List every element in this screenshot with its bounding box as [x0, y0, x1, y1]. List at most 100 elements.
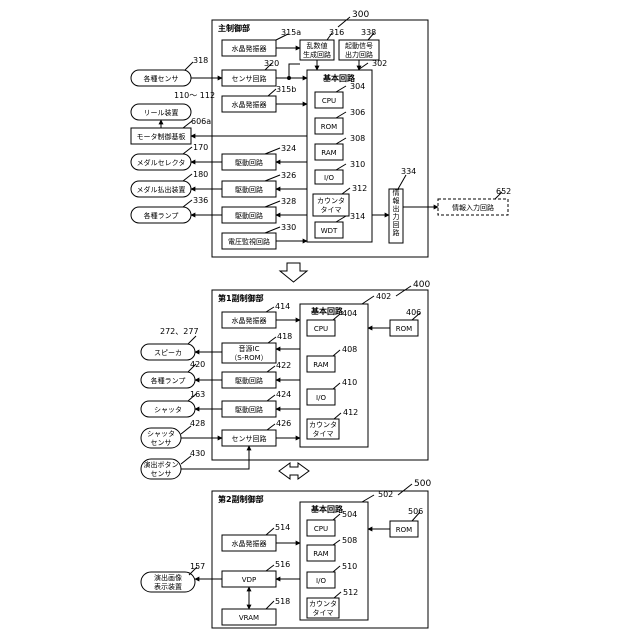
shutter-label: シャッタ: [154, 405, 182, 414]
sub1-drive-424-label: 駆動回路: [235, 405, 263, 414]
info-output-ref: 334: [401, 167, 416, 176]
main-lamps-label: 各種ランプ: [144, 211, 179, 220]
info-output-glyph: 出: [393, 204, 400, 213]
sub2-crystal-label: 水晶発振器: [232, 539, 267, 548]
sub1-lamps-ref: 420: [190, 360, 205, 369]
sub2-title: 第2副制御部: [218, 494, 264, 504]
sub1-sensor-circuit-label: センサ回路: [232, 434, 267, 443]
display-ref: 157: [190, 562, 205, 571]
sub1-ref: 400: [413, 280, 430, 290]
main-sensor-circuit-label: センサ回路: [232, 74, 267, 83]
info-output-glyph: 路: [393, 228, 400, 237]
sub2-io-ref: 510: [342, 562, 357, 571]
display-line2: 表示装置: [154, 582, 182, 591]
sub2-ref: 500: [414, 479, 431, 489]
sensors-ref: 318: [193, 56, 208, 65]
flow-arrow-bidirectional: [279, 463, 309, 479]
main-ref: 300: [352, 10, 369, 20]
circuit-to-random-line: [289, 64, 300, 78]
sub1-basic-circuit-title: 基本回路: [310, 306, 344, 316]
motor-board-ref: 606a: [191, 117, 211, 126]
sub1-ram-label: RAM: [313, 361, 328, 369]
start-signal-line2: 出力回路: [345, 50, 373, 59]
main-lamps-ref: 336: [193, 196, 208, 205]
sub1-title: 第1副制御部: [218, 293, 264, 303]
sub2-cpu-label: CPU: [314, 525, 328, 533]
main-rom-ref: 306: [350, 108, 365, 117]
sub2-counter-line1: カウンタ: [309, 599, 337, 608]
vram-ref: 518: [275, 597, 290, 606]
vram-label: VRAM: [239, 614, 259, 622]
motor-board-label: モータ制御基板: [137, 132, 186, 141]
sensors-label: 各種センサ: [144, 74, 179, 83]
random-gen-ref: 316: [329, 28, 344, 37]
speaker-label: スピーカ: [154, 349, 182, 357]
main-ram-ref: 308: [350, 134, 365, 143]
sub2-io-label: I/O: [316, 577, 326, 585]
main-crystal-b-ref: 315b: [276, 85, 296, 94]
info-output-glyph: 力: [393, 212, 400, 221]
reel-device-label: リール装置: [144, 108, 179, 117]
main-drive-326-ref: 326: [281, 171, 296, 180]
sub2-rom-ref: 506: [408, 507, 423, 516]
random-gen-line2: 生成回路: [303, 50, 331, 59]
main-drive-328-label: 駆動回路: [235, 211, 263, 220]
sub1-cpu-ref: 404: [342, 309, 357, 318]
shutter-sensor-line1: シャッタ: [147, 429, 175, 438]
main-cpu-label: CPU: [322, 97, 336, 105]
medal-selector-label: メダルセレクタ: [137, 158, 186, 167]
sub1-drive-424-ref: 424: [276, 390, 291, 399]
main-counter-line2: タイマ: [321, 205, 342, 214]
display-line1: 演出画像: [154, 573, 182, 582]
sub2-crystal-ref: 514: [275, 523, 290, 532]
effect-button-line2: センサ: [151, 470, 172, 478]
main-crystal-a-ref: 315a: [281, 28, 301, 37]
main-counter-ref: 312: [352, 184, 367, 193]
main-basic-circuit-ref: 302: [372, 59, 387, 68]
sub2-counter-ref: 512: [343, 588, 358, 597]
info-output-glyph: 回: [393, 221, 400, 229]
medal-payout-label: メダル払出装置: [137, 185, 186, 194]
sub2-rom-label: ROM: [396, 526, 412, 534]
main-crystal-a-label: 水晶発振器: [232, 44, 267, 53]
info-output-glyph: 報: [393, 197, 400, 205]
sub2-basic-circuit-ref: 502: [378, 490, 393, 499]
shutter-sensor-line2: センサ: [151, 439, 172, 447]
sound-ic-ref: 418: [277, 332, 292, 341]
effect-button-ref: 430: [190, 449, 205, 458]
sub1-counter-line2: タイマ: [313, 429, 334, 438]
main-sensor-circuit-ref: 320: [264, 59, 279, 68]
start-signal-line1: 起動信号: [345, 41, 373, 50]
main-rom-label: ROM: [321, 123, 337, 131]
sub1-drive-422-ref: 422: [276, 361, 291, 370]
sub2-basic-circuit-title: 基本回路: [310, 504, 344, 514]
sub1-crystal-ref: 414: [275, 302, 290, 311]
effect-button-line1: 演出ボタン: [144, 460, 179, 469]
main-wdt-ref: 314: [350, 212, 365, 221]
flow-arrow-down: [280, 263, 307, 282]
sub1-cpu-label: CPU: [314, 325, 328, 333]
main-io-ref: 310: [350, 160, 365, 169]
medal-payout-ref: 180: [193, 170, 208, 179]
voltage-monitor-ref: 330: [281, 223, 296, 232]
sub2-counter-line2: タイマ: [313, 608, 334, 617]
main-drive-324-label: 駆動回路: [235, 158, 263, 167]
info-input-label: 情報入力回路: [452, 203, 494, 212]
info-output-glyph: 情: [393, 188, 400, 197]
sub2-ram-label: RAM: [313, 550, 328, 558]
start-signal-ref: 338: [361, 28, 376, 37]
shutter-ref: 163: [190, 390, 205, 399]
sub1-counter-ref: 412: [343, 408, 358, 417]
info-output-label: 情報出力回路: [393, 188, 400, 237]
medal-selector-ref: 170: [193, 143, 208, 152]
sub1-rom-ref: 406: [406, 308, 421, 317]
main-title: 主制御部: [218, 23, 250, 33]
sub1-counter-line1: カウンタ: [309, 420, 337, 429]
info-input-ref: 652: [496, 187, 511, 196]
sub2-ram-ref: 508: [342, 536, 357, 545]
vdp-ref: 516: [275, 560, 290, 569]
sub1-drive-422-label: 駆動回路: [235, 376, 263, 385]
voltage-monitor-label: 電圧監視回路: [228, 237, 270, 246]
main-ram-label: RAM: [321, 149, 336, 157]
